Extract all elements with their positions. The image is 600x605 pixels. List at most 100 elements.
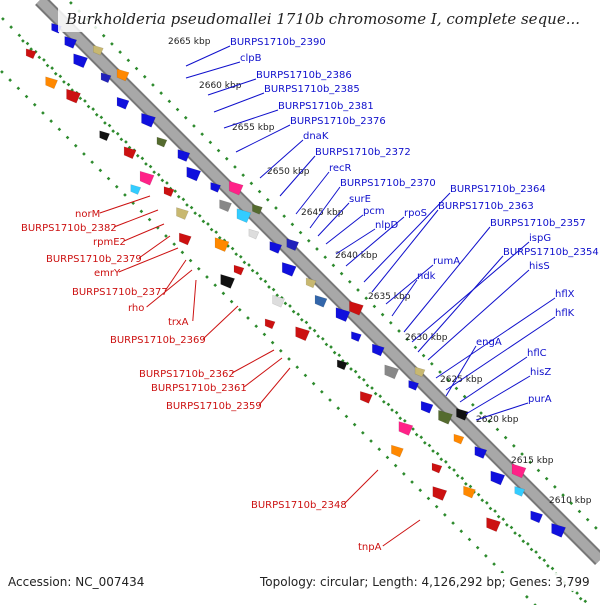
tick-label-5: 2640 kbp: [335, 251, 378, 261]
forward-gene-connector-2: [207, 78, 257, 96]
forward-gene-connector-16: [385, 264, 434, 305]
forward-gene-connector-26: [465, 375, 531, 415]
forward-gene-connector-24: [445, 345, 477, 397]
reverse-gene-connector-4: [118, 247, 179, 273]
forward-gene-label-24: engA: [476, 337, 502, 348]
reverse-gene-label-0: norM: [75, 209, 100, 220]
gene-feature-61: [391, 444, 404, 458]
reverse-gene-connector-5: [164, 259, 187, 292]
forward-gene-label-26: hisZ: [530, 367, 551, 378]
forward-gene-connector-21: [427, 269, 530, 361]
forward-gene-label-19: ispG: [529, 233, 551, 244]
reverse-gene-label-7: trxA: [168, 317, 189, 328]
gene-feature-26: [490, 470, 506, 486]
gene-feature-13: [269, 241, 283, 254]
reverse-gene-label-11: BURPS1710b_2359: [166, 401, 262, 412]
genome-summary-text: Topology: circular; Length: 4,126,292 bp…: [258, 573, 592, 591]
forward-gene-label-2: BURPS1710b_2386: [256, 70, 352, 81]
map-title: Burkholderia pseudomallei 1710b chromoso…: [58, 6, 580, 32]
forward-gene-connector-18: [403, 226, 491, 333]
tick-label-3: 2650 kbp: [267, 167, 310, 177]
gene-feature-37: [456, 407, 469, 421]
forward-gene-connector-15: [371, 209, 439, 293]
gene-feature-52: [359, 390, 373, 404]
gene-feature-6: [156, 136, 168, 148]
forward-gene-label-1: clpB: [240, 53, 262, 64]
forward-gene-label-3: BURPS1710b_2385: [264, 84, 360, 95]
gene-feature-20: [384, 364, 400, 380]
reverse-gene-connector-8: [202, 305, 239, 340]
gene-feature-8: [186, 166, 202, 182]
forward-gene-connector-10: [317, 202, 350, 237]
gene-feature-4: [116, 96, 130, 110]
gene-feature-42: [99, 130, 111, 142]
gene-feature-25: [474, 446, 488, 459]
gene-feature-27: [514, 486, 526, 497]
gene-feature-48: [233, 264, 245, 276]
reverse-gene-connector-7: [192, 279, 197, 322]
dotted-guide-1: [1, 17, 591, 605]
gene-feature-44: [139, 170, 155, 186]
forward-gene-label-7: BURPS1710b_2372: [315, 147, 411, 158]
forward-gene-label-15: BURPS1710b_2363: [438, 201, 534, 212]
gene-feature-50: [295, 326, 311, 342]
forward-gene-connector-0: [185, 45, 231, 67]
gene-feature-5: [141, 112, 156, 128]
reverse-gene-connector-11: [258, 367, 291, 406]
gene-feature-31: [116, 68, 130, 82]
gene-feature-49: [272, 294, 286, 308]
forward-gene-connector-4: [223, 109, 279, 129]
gene-feature-38: [511, 463, 527, 479]
reverse-gene-label-12: BURPS1710b_2348: [251, 500, 347, 511]
forward-gene-label-5: BURPS1710b_2376: [290, 116, 386, 127]
forward-gene-connector-23: [445, 316, 556, 391]
forward-gene-connector-12: [335, 228, 376, 255]
gene-feature-56: [486, 517, 501, 533]
forward-gene-connector-20: [417, 255, 504, 353]
gene-feature-18: [351, 331, 362, 342]
forward-gene-connector-8: [295, 171, 330, 215]
forward-gene-label-4: BURPS1710b_2381: [278, 101, 374, 112]
gene-feature-30: [92, 44, 104, 56]
forward-gene-label-22: hflX: [555, 289, 575, 300]
forward-gene-connector-1: [185, 61, 241, 79]
reverse-gene-label-6: rho: [128, 303, 144, 314]
reverse-gene-connector-10: [243, 357, 283, 388]
reverse-gene-label-5: BURPS1710b_2377: [72, 287, 168, 298]
gene-feature-16: [314, 294, 328, 308]
forward-gene-label-11: pcm: [363, 206, 385, 217]
forward-gene-connector-17: [391, 279, 418, 317]
tick-label-7: 2630 kbp: [405, 333, 448, 343]
gene-feature-41: [66, 88, 81, 104]
forward-gene-label-16: rumA: [433, 256, 460, 267]
gene-feature-28: [530, 510, 544, 524]
forward-gene-connector-27: [475, 402, 529, 421]
gene-feature-23: [438, 409, 453, 425]
gene-feature-58: [178, 232, 192, 246]
gene-feature-43: [123, 146, 137, 160]
forward-gene-connector-9: [309, 186, 341, 229]
gene-feature-12: [248, 228, 260, 240]
gene-feature-22: [420, 400, 434, 414]
forward-gene-connector-25: [459, 356, 528, 403]
forward-gene-connector-7: [279, 155, 316, 197]
gene-feature-51: [336, 359, 348, 371]
gene-feature-45: [163, 186, 175, 198]
reverse-gene-label-4: emrY: [94, 268, 121, 279]
tick-label-6: 2635 kbp: [368, 292, 411, 302]
gene-feature-39: [25, 48, 37, 60]
tick-label-9: 2620 kbp: [476, 415, 519, 425]
forward-gene-label-14: BURPS1710b_2364: [450, 184, 546, 195]
forward-gene-label-8: recR: [329, 163, 352, 174]
reverse-gene-connector-9: [231, 349, 275, 374]
gene-feature-11: [236, 208, 252, 224]
forward-gene-label-21: hisS: [529, 261, 550, 272]
gene-feature-32: [228, 180, 244, 196]
gene-feature-2: [73, 53, 89, 69]
forward-gene-connector-5: [235, 124, 291, 153]
forward-gene-label-10: surE: [349, 194, 371, 205]
gene-feature-19: [371, 343, 385, 357]
reverse-gene-connector-6: [146, 269, 193, 308]
